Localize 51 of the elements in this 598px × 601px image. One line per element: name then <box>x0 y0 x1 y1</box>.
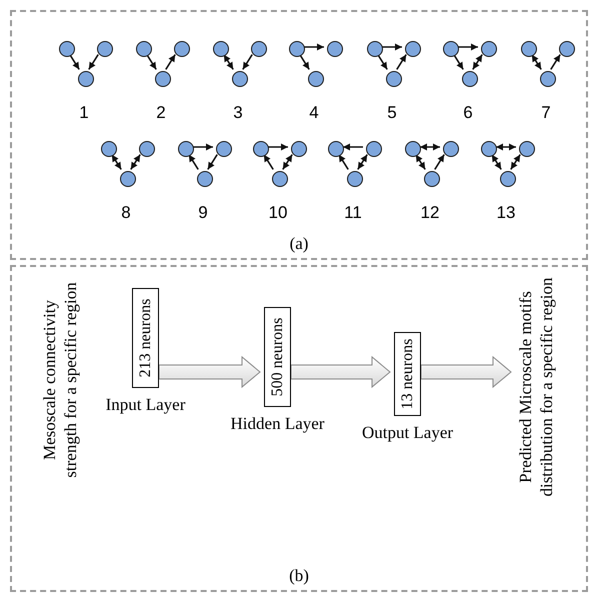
arrow <box>434 154 445 170</box>
arrow <box>496 144 516 150</box>
arrow <box>357 154 368 170</box>
motif-number: 8 <box>121 202 131 224</box>
arrow <box>382 44 402 50</box>
arrow <box>396 54 407 70</box>
motif-number: 9 <box>198 202 208 224</box>
layer-box <box>264 307 291 407</box>
arrow <box>510 154 521 170</box>
block-arrow <box>290 356 391 388</box>
motif-number: 10 <box>268 202 288 224</box>
arrow <box>550 54 561 70</box>
neuron-count: 13 neurons <box>398 338 416 410</box>
motif-number: 4 <box>309 102 319 124</box>
motif-number: 3 <box>233 102 243 124</box>
arrow <box>130 154 141 170</box>
motif-number: 7 <box>541 102 551 124</box>
arrow <box>343 144 363 150</box>
arrow <box>420 144 440 150</box>
arrow <box>472 54 483 70</box>
layer-box <box>132 288 159 388</box>
layer-label: Output Layer <box>362 422 454 444</box>
arrow <box>88 54 99 70</box>
motif-number: 12 <box>420 202 440 224</box>
block-arrow <box>158 356 261 388</box>
motif-number: 5 <box>387 102 397 124</box>
panel-caption: (b) <box>289 564 309 586</box>
layer-label: Input Layer <box>106 394 186 416</box>
arrow <box>165 54 176 70</box>
layer-box <box>394 332 421 416</box>
arrow <box>242 54 253 70</box>
motif-number: 13 <box>496 202 516 224</box>
neuron-count: 213 neurons <box>136 298 154 378</box>
arrow <box>458 44 478 50</box>
layer-label: Hidden Layer <box>230 413 324 435</box>
input-description: Mesoscale connectivity strength for a specific region <box>39 281 81 480</box>
dashed-panel <box>10 265 588 592</box>
arrow <box>268 144 288 150</box>
arrow <box>207 154 218 170</box>
neuron-count: 500 neurons <box>268 318 286 396</box>
motif-number: 6 <box>463 102 473 124</box>
arrow <box>304 44 324 50</box>
panel-caption: (a) <box>290 232 308 254</box>
dashed-panel <box>10 10 588 260</box>
arrow <box>282 154 293 170</box>
motif-number: 1 <box>79 102 89 124</box>
motif-number: 11 <box>344 202 362 224</box>
output-description: Predicted Microscale motifs distribution for a specific region <box>515 267 559 507</box>
motif-number: 2 <box>156 102 166 124</box>
arrow <box>193 144 213 150</box>
block-arrow <box>420 356 512 388</box>
